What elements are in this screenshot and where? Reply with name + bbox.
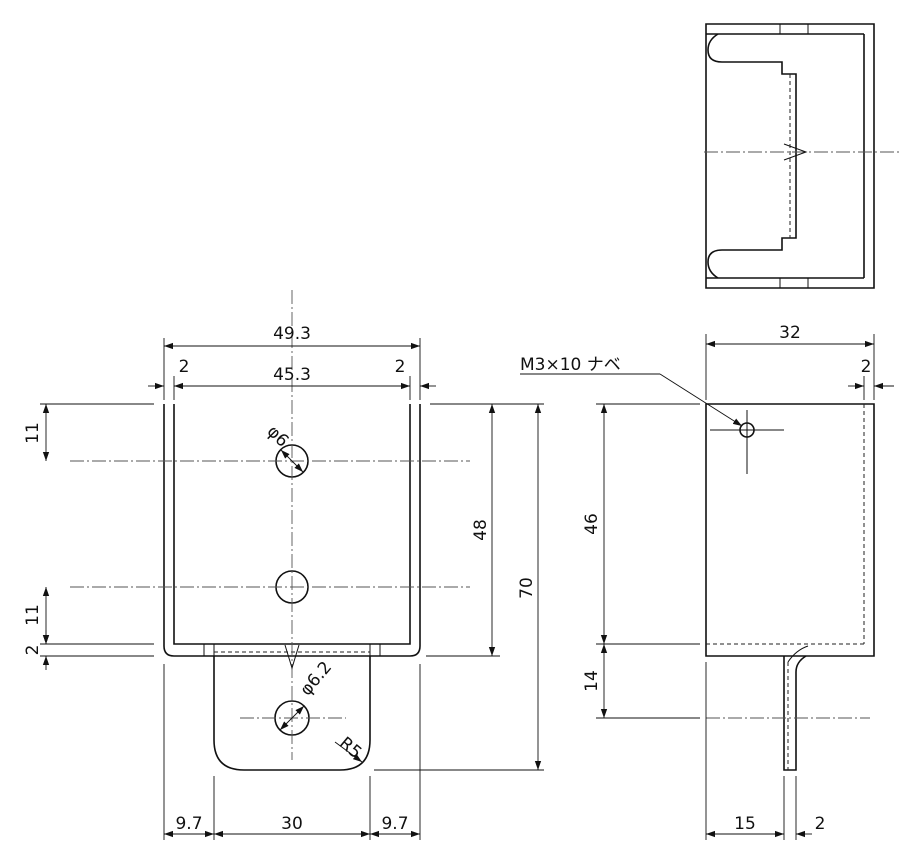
dim-bottom-left: 9.7 bbox=[175, 814, 202, 834]
dim-hole-diameter: φ6 bbox=[263, 422, 293, 452]
dim-tab-corner-radius: R5 bbox=[335, 733, 365, 763]
front-view-dimensions bbox=[40, 338, 544, 840]
dim-hole-bottom-offset: 11 bbox=[23, 604, 43, 626]
dim-tab-offset: 15 bbox=[734, 814, 756, 834]
dim-bottom-right: 9.7 bbox=[381, 814, 408, 834]
dim-height-upper: 46 bbox=[582, 513, 602, 535]
front-view bbox=[70, 290, 470, 771]
dim-inner-width: 45.3 bbox=[273, 365, 311, 385]
top-view bbox=[704, 23, 900, 289]
dim-overall-depth: 32 bbox=[779, 323, 801, 343]
dim-overall-width: 49.3 bbox=[273, 324, 311, 344]
dim-hole-top-offset: 11 bbox=[23, 422, 43, 444]
screw-note: M3×10 ナベ bbox=[520, 355, 621, 375]
dim-total-height: 70 bbox=[517, 577, 537, 599]
dim-wall-thickness: 2 bbox=[861, 357, 872, 377]
dim-wall-left: 2 bbox=[179, 357, 190, 377]
dim-hole-spacing: 48 bbox=[471, 519, 491, 541]
side-view bbox=[705, 403, 875, 771]
side-view-dimensions bbox=[520, 334, 894, 840]
dim-tab-thickness: 2 bbox=[815, 814, 826, 834]
dim-base-thickness: 2 bbox=[23, 645, 43, 656]
dim-bottom-middle: 30 bbox=[281, 814, 303, 834]
dim-tab-height: 14 bbox=[582, 670, 602, 692]
dim-wall-right: 2 bbox=[395, 357, 406, 377]
dim-tab-hole-diameter: φ6.2 bbox=[296, 658, 336, 700]
